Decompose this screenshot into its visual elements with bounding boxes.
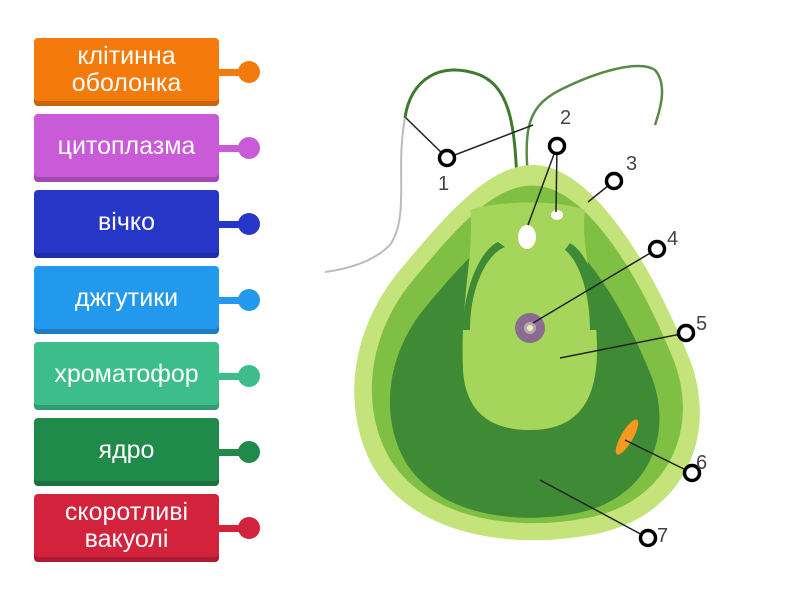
contractile-vacuole-large — [518, 225, 536, 249]
drop-target-1[interactable] — [437, 148, 457, 168]
label-connector — [219, 297, 245, 304]
label-tile[interactable]: цитоплазма — [34, 114, 219, 182]
label-text: ядро — [98, 435, 155, 464]
label-text: скоротливі вакуолі — [64, 498, 189, 553]
diagram-number: 3 — [626, 153, 637, 175]
drop-target-5[interactable] — [676, 323, 696, 343]
flagellum-left-tail — [324, 117, 406, 273]
label-text: вічко — [98, 207, 155, 236]
flagellum-right — [525, 64, 664, 206]
label-drag-handle[interactable] — [238, 365, 260, 387]
label-text: цитоплазма — [57, 131, 196, 160]
diagram-number: 7 — [657, 525, 668, 547]
drop-target-2[interactable] — [547, 136, 567, 156]
label-tile[interactable]: ядро — [34, 418, 219, 486]
label-drag-handle[interactable] — [238, 517, 260, 539]
flagellum-left — [403, 68, 520, 201]
drop-target-3[interactable] — [604, 171, 624, 191]
contractile-vacuole-small — [551, 210, 563, 220]
label-tile[interactable]: хроматофор — [34, 342, 219, 410]
pointer-lines — [405, 117, 693, 539]
diagram-number: 6 — [696, 452, 707, 474]
label-connector — [219, 449, 245, 456]
label-connector — [219, 525, 245, 532]
label-drag-handle[interactable] — [238, 289, 260, 311]
label-tile[interactable]: скоротливі вакуолі — [34, 494, 219, 562]
label-drag-handle[interactable] — [238, 61, 260, 83]
label-drag-handle[interactable] — [238, 213, 260, 235]
label-connector — [219, 69, 245, 76]
drop-target-7[interactable] — [638, 528, 658, 548]
label-text: клітинна оболонка — [71, 42, 182, 97]
label-tile[interactable]: клітинна оболонка — [34, 38, 219, 106]
drop-target-4[interactable] — [647, 239, 667, 259]
diagram-number: 1 — [438, 173, 449, 195]
diagram-number: 5 — [696, 313, 707, 335]
label-tile[interactable]: вічко — [34, 190, 219, 258]
label-text: джгутики — [74, 283, 179, 312]
label-text: хроматофор — [54, 359, 199, 388]
label-tile[interactable]: джгутики — [34, 266, 219, 334]
diagram-number: 2 — [560, 107, 571, 129]
diagram-number: 4 — [667, 228, 678, 250]
eyespot — [615, 419, 639, 455]
label-drag-handle[interactable] — [238, 137, 260, 159]
drop-target-6[interactable] — [682, 463, 702, 483]
label-connector — [219, 221, 245, 228]
label-drag-handle[interactable] — [238, 441, 260, 463]
label-connector — [219, 373, 245, 380]
label-connector — [219, 145, 245, 152]
